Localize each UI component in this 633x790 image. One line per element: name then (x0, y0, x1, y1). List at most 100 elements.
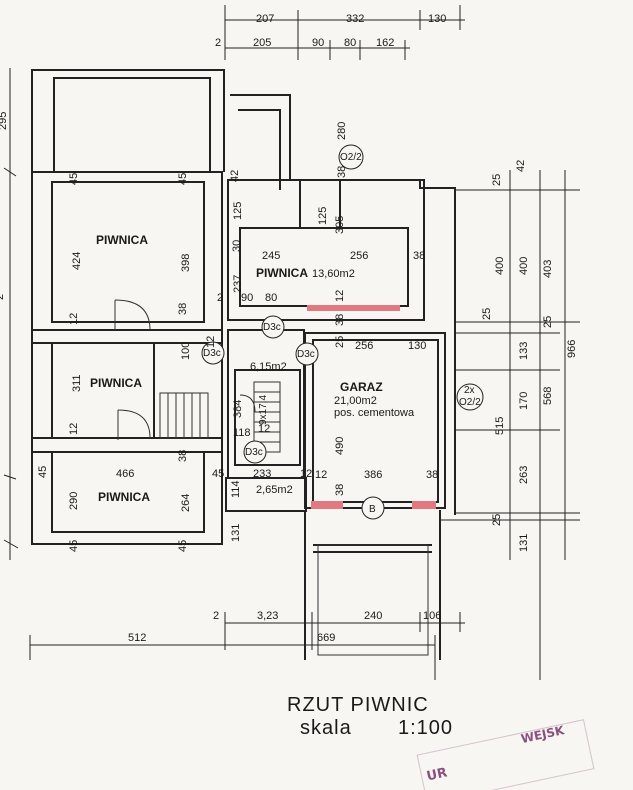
dim-424: 424 (71, 252, 83, 270)
dim-311: 311 (71, 374, 83, 392)
top-dimension-chain (224, 5, 465, 60)
dim-515: 515 (494, 417, 506, 435)
dim-114: 114 (230, 480, 242, 498)
dim-106: 106 (423, 610, 441, 622)
dim-256-b: 256 (355, 340, 373, 352)
room-hall-area: 6,15m2 (250, 361, 287, 373)
room-piwnica-small: PIWNICA (256, 266, 308, 280)
dim-130: 130 (428, 13, 446, 25)
dim-205: 205 (253, 37, 271, 49)
room-wc-area: 2,65m2 (256, 484, 293, 496)
stamp-text-mid: WEJSK (520, 723, 566, 746)
dim-466: 466 (116, 468, 134, 480)
symbol-d3c-3: D3c (297, 349, 315, 360)
dim-207: 207 (256, 13, 274, 25)
room-garage-floor: pos. cementowa (334, 407, 415, 419)
dim-38-d: 38 (413, 250, 425, 262)
dim-45-b: 45 (37, 466, 49, 478)
dim-400-b: 400 (518, 257, 530, 275)
dim-42: 42 (229, 170, 241, 182)
dim-12-d: 12 (334, 290, 346, 302)
symbol-d3c-1: D3c (263, 322, 281, 333)
room-piwnica-top: PIWNICA (96, 233, 148, 247)
dim-38-c: 38 (336, 166, 348, 178)
plan-scale-value: 1:100 (398, 717, 453, 739)
dim-386: 386 (364, 469, 382, 481)
dim-264: 264 (180, 494, 192, 512)
symbol-b: B (369, 504, 376, 515)
dim-45-a: 45 (68, 173, 80, 185)
dim-30: 30 (231, 240, 243, 252)
dim-100: 100 (180, 342, 192, 360)
dim-133: 133 (518, 342, 530, 360)
dim-12-c: 12 (205, 336, 217, 348)
dim-38-a: 38 (177, 303, 189, 315)
dim-170: 170 (518, 392, 530, 410)
dim-669: 669 (317, 632, 335, 644)
dim-125-a: 125 (232, 202, 244, 220)
red-markers (307, 305, 436, 509)
dim-400-a: 400 (494, 257, 506, 275)
dim-9x17: 9x17,4 (258, 395, 269, 425)
dim-38-b: 38 (177, 450, 189, 462)
dim-290: 290 (68, 492, 80, 510)
stamp-text-top: UR (425, 765, 448, 784)
dim-2-mid: 2 (217, 292, 223, 304)
room-piwnica-mid: PIWNICA (90, 376, 142, 390)
openings (114, 299, 256, 440)
dim-25-a: 25 (334, 336, 346, 348)
symbol-circles (201, 144, 484, 520)
dim-25-r4: 25 (491, 514, 503, 526)
dim-131-r: 131 (518, 534, 530, 552)
room-garage-name: GARAZ (340, 380, 383, 394)
bottom-dimension-chain (29, 612, 465, 680)
dim-38-g: 38 (334, 484, 346, 496)
dim-280: 280 (336, 122, 348, 140)
dim-398: 398 (180, 254, 192, 272)
dim-38-e: 38 (334, 314, 346, 326)
symbol-o2-top: O2/2 (340, 152, 362, 163)
dim-384: 384 (232, 400, 244, 418)
dim-233: 233 (253, 468, 271, 480)
symbol-2x: 2x (464, 385, 475, 396)
dim-240: 240 (364, 610, 382, 622)
dim-38-f: 38 (426, 469, 438, 481)
dim-245: 245 (262, 250, 280, 262)
dim-125-b: 125 (317, 207, 329, 225)
dim-162: 162 (376, 37, 394, 49)
stairs (159, 381, 429, 656)
left-dimension-chain (3, 68, 19, 560)
room-garage-area: 21,00m2 (334, 395, 377, 407)
dim-131-mid: 131 (230, 524, 242, 542)
dim-25-r3: 25 (542, 316, 554, 328)
dim-90-mid: 90 (241, 292, 253, 304)
dim-25-r1: 25 (491, 174, 503, 186)
dim-2-top: 2 (215, 37, 221, 49)
dim-118: 118 (233, 427, 251, 439)
dim-512: 512 (128, 632, 146, 644)
dim-12-a: 12 (68, 313, 80, 325)
dim-263: 263 (518, 466, 530, 484)
room-piwnica-bot: PIWNICA (98, 490, 150, 504)
dim-966: 966 (566, 340, 578, 358)
dim-80-top: 80 (344, 37, 356, 49)
dim-403: 403 (542, 260, 554, 278)
dim-295-left: 295 (0, 112, 9, 130)
dim-45-f: 45 (212, 468, 224, 480)
plan-scale-word: skala (300, 717, 352, 739)
dim-130-mid: 130 (408, 340, 426, 352)
dim-323: 3,23 (257, 610, 278, 622)
room-piwnica-small-area: 13,60m2 (312, 268, 355, 280)
dim-45-c: 45 (68, 540, 80, 552)
dim-45-e: 45 (177, 540, 189, 552)
dim-25-r2: 25 (481, 308, 493, 320)
dim-80-mid: 80 (265, 292, 277, 304)
dim-332: 332 (346, 13, 364, 25)
dim-12-f: 12 (300, 468, 312, 480)
dim-12-g: 12 (315, 469, 327, 481)
dim-237: 237 (232, 275, 244, 293)
symbol-d3c-2: D3c (203, 348, 221, 359)
right-dimension-chain (440, 170, 580, 680)
dim-256-a: 256 (350, 250, 368, 262)
